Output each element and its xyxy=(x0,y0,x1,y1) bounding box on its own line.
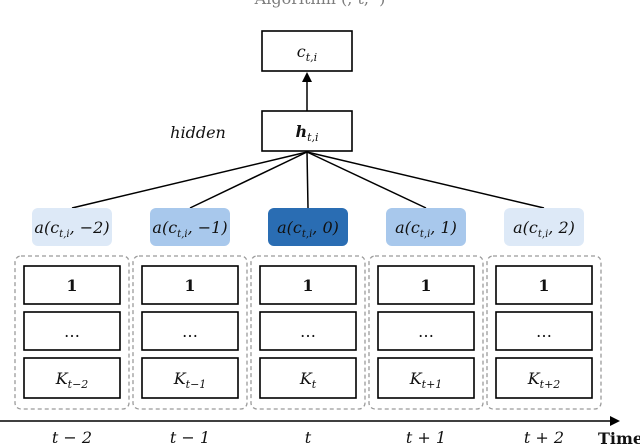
attention-weight-label: a(ct,i, 0) xyxy=(277,218,339,240)
memory-slot-ellipsis-label: … xyxy=(182,322,198,341)
memory-key-box xyxy=(259,357,357,399)
attention-weight: a(ct,i, −1) xyxy=(150,208,230,246)
attention-weight-box xyxy=(150,208,230,246)
memory-key-label: Kt xyxy=(299,369,317,391)
attention-connectors xyxy=(71,151,545,209)
memory-key-box xyxy=(377,357,475,399)
attention-weight-label: a(ct,i, −2) xyxy=(34,218,109,240)
memory-stack: 1 … Kt−1 xyxy=(132,255,248,410)
attention-weight-box xyxy=(386,208,466,246)
memory-key-box xyxy=(495,357,593,399)
memory-key-label: Kt−2 xyxy=(55,369,89,391)
memory-slot-ellipsis-label: … xyxy=(300,322,316,341)
time-axis-label: Time xyxy=(598,429,640,447)
output-label: ct,i xyxy=(297,42,317,64)
memory-stack-frame xyxy=(368,255,484,410)
connector-line xyxy=(306,151,545,209)
memory-stack: 1 … Kt−2 xyxy=(14,255,130,410)
attention-weight: a(ct,i, 0) xyxy=(268,208,348,246)
attention-weight: a(ct,i, −2) xyxy=(32,208,112,246)
time-tick-label: t + 2 xyxy=(524,428,564,447)
memory-stack-frame xyxy=(132,255,248,410)
connector-line xyxy=(306,151,427,209)
attention-weight: a(ct,i, 1) xyxy=(386,208,466,246)
memory-slot-one-label: 1 xyxy=(302,276,313,295)
memory-stack-frame xyxy=(250,255,366,410)
time-tick-label: t − 2 xyxy=(52,428,92,447)
connector-line xyxy=(306,151,309,209)
memory-slot-ellipsis-label: … xyxy=(64,322,80,341)
connector-line xyxy=(189,151,308,209)
memory-stacks: 1 … Kt−2 1 … Kt−1 1 … Kt 1 … Kt+1 1 … Kt+2 xyxy=(14,255,602,410)
memory-stack: 1 … Kt xyxy=(250,255,366,410)
cropped-title-fragment: Algorithm (, t, ·) xyxy=(254,0,386,8)
memory-slot-one-box xyxy=(141,265,239,305)
memory-slot-ellipsis-box xyxy=(23,311,121,351)
attention-weight-box xyxy=(32,208,112,246)
memory-stack: 1 … Kt+2 xyxy=(486,255,602,410)
memory-key-box xyxy=(141,357,239,399)
memory-slot-one-box xyxy=(495,265,593,305)
memory-stack-frame xyxy=(486,255,602,410)
hidden-label: hidden xyxy=(170,123,226,142)
memory-slot-one-label: 1 xyxy=(420,276,431,295)
memory-slot-ellipsis-label: … xyxy=(536,322,552,341)
memory-slot-one-label: 1 xyxy=(184,276,195,295)
memory-slot-one-label: 1 xyxy=(538,276,549,295)
memory-key-label: Kt+2 xyxy=(527,369,561,391)
output-node: ct,i xyxy=(261,30,353,72)
memory-key-box xyxy=(23,357,121,399)
attention-weight: a(ct,i, 2) xyxy=(504,208,584,246)
memory-slot-ellipsis-box xyxy=(259,311,357,351)
time-tick-labels: t − 2 t − 1 t t + 1 t + 2 xyxy=(52,428,564,447)
attention-weight-label: a(ct,i, 1) xyxy=(395,218,457,240)
hidden-node: ht,i xyxy=(261,110,353,152)
hidden-box xyxy=(261,110,353,152)
memory-slot-one-box xyxy=(23,265,121,305)
memory-slot-ellipsis-label: … xyxy=(418,322,434,341)
memory-stack: 1 … Kt+1 xyxy=(368,255,484,410)
time-tick-label: t − 1 xyxy=(170,428,210,447)
memory-key-label: Kt+1 xyxy=(409,369,443,391)
memory-stack-frame xyxy=(14,255,130,410)
time-tick-label: t + 1 xyxy=(406,428,446,447)
memory-slot-ellipsis-box xyxy=(377,311,475,351)
time-tick-label: t xyxy=(305,428,312,447)
memory-slot-one-label: 1 xyxy=(66,276,77,295)
attention-weight-box xyxy=(268,208,348,246)
memory-slot-ellipsis-box xyxy=(495,311,593,351)
memory-key-label: Kt−1 xyxy=(173,369,207,391)
attention-weight-label: a(ct,i, 2) xyxy=(513,218,575,240)
output-box xyxy=(261,30,353,72)
memory-slot-ellipsis-box xyxy=(141,311,239,351)
attention-weights: a(ct,i, −2) a(ct,i, −1) a(ct,i, 0) a(ct,i, … xyxy=(32,208,584,246)
memory-slot-one-box xyxy=(377,265,475,305)
attention-weight-label: a(ct,i, −1) xyxy=(152,218,227,240)
connector-line xyxy=(71,151,308,209)
memory-slot-one-box xyxy=(259,265,357,305)
attention-weight-box xyxy=(504,208,584,246)
hidden-state-label: ht,i xyxy=(295,122,318,144)
